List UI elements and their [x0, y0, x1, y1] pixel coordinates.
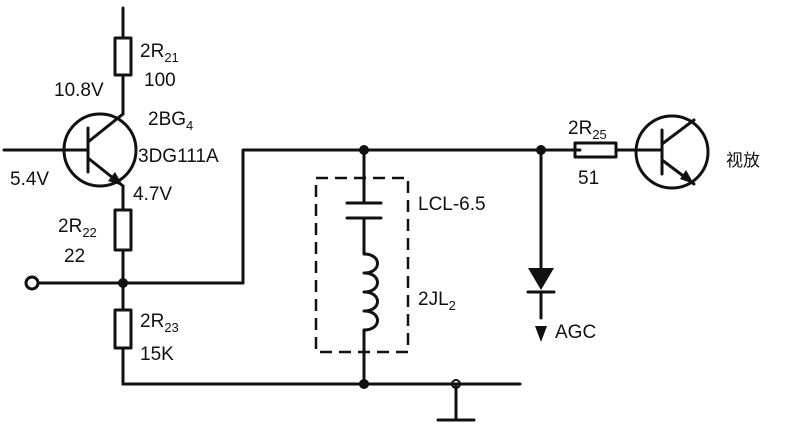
resistor-r21: [113, 36, 133, 77]
resistor-r25: [573, 141, 618, 159]
filter-capacitor: [345, 201, 383, 220]
video-amp-transistor: [634, 114, 710, 190]
video-amp-label: 视放: [726, 151, 760, 171]
junction-dot: [536, 145, 546, 155]
base-voltage: 5.4V: [10, 169, 49, 190]
filter-inductor: [362, 252, 379, 332]
junction-dot: [359, 145, 369, 155]
output-terminal: [24, 275, 40, 291]
ground-symbol: [436, 379, 476, 422]
transistor-type: 3DG111A: [138, 146, 219, 167]
filter-label: LCL-6.5: [418, 194, 486, 215]
transistor-2bg4: [62, 112, 138, 188]
r23-label: 2R23: [140, 311, 179, 335]
r22-label: 2R22: [58, 216, 97, 240]
r25-value: 51: [578, 168, 599, 189]
junction-dot: [118, 278, 128, 288]
agc-label: AGC: [555, 322, 596, 343]
filter-enclosure: [314, 176, 410, 354]
emitter-voltage: 4.7V: [133, 184, 172, 205]
agc-diode: [526, 268, 556, 294]
r25-label: 2R25: [568, 118, 607, 142]
collector-voltage: 10.8V: [54, 80, 104, 101]
r21-label: 2R21: [140, 41, 179, 65]
resistor-r22: [113, 208, 133, 252]
wires: [2, 6, 652, 420]
junctions: [118, 145, 546, 389]
wire-riser-to-main-line: [241, 148, 582, 285]
coil-label: 2JL2: [418, 289, 456, 313]
transistor-label: 2BG4: [148, 109, 193, 133]
r21-value: 100: [144, 70, 176, 91]
junction-dot: [359, 379, 369, 389]
r22-value: 22: [64, 246, 85, 267]
agc-arrow: [535, 326, 547, 342]
r23-value: 15K: [140, 344, 174, 365]
resistor-r23: [113, 308, 133, 350]
